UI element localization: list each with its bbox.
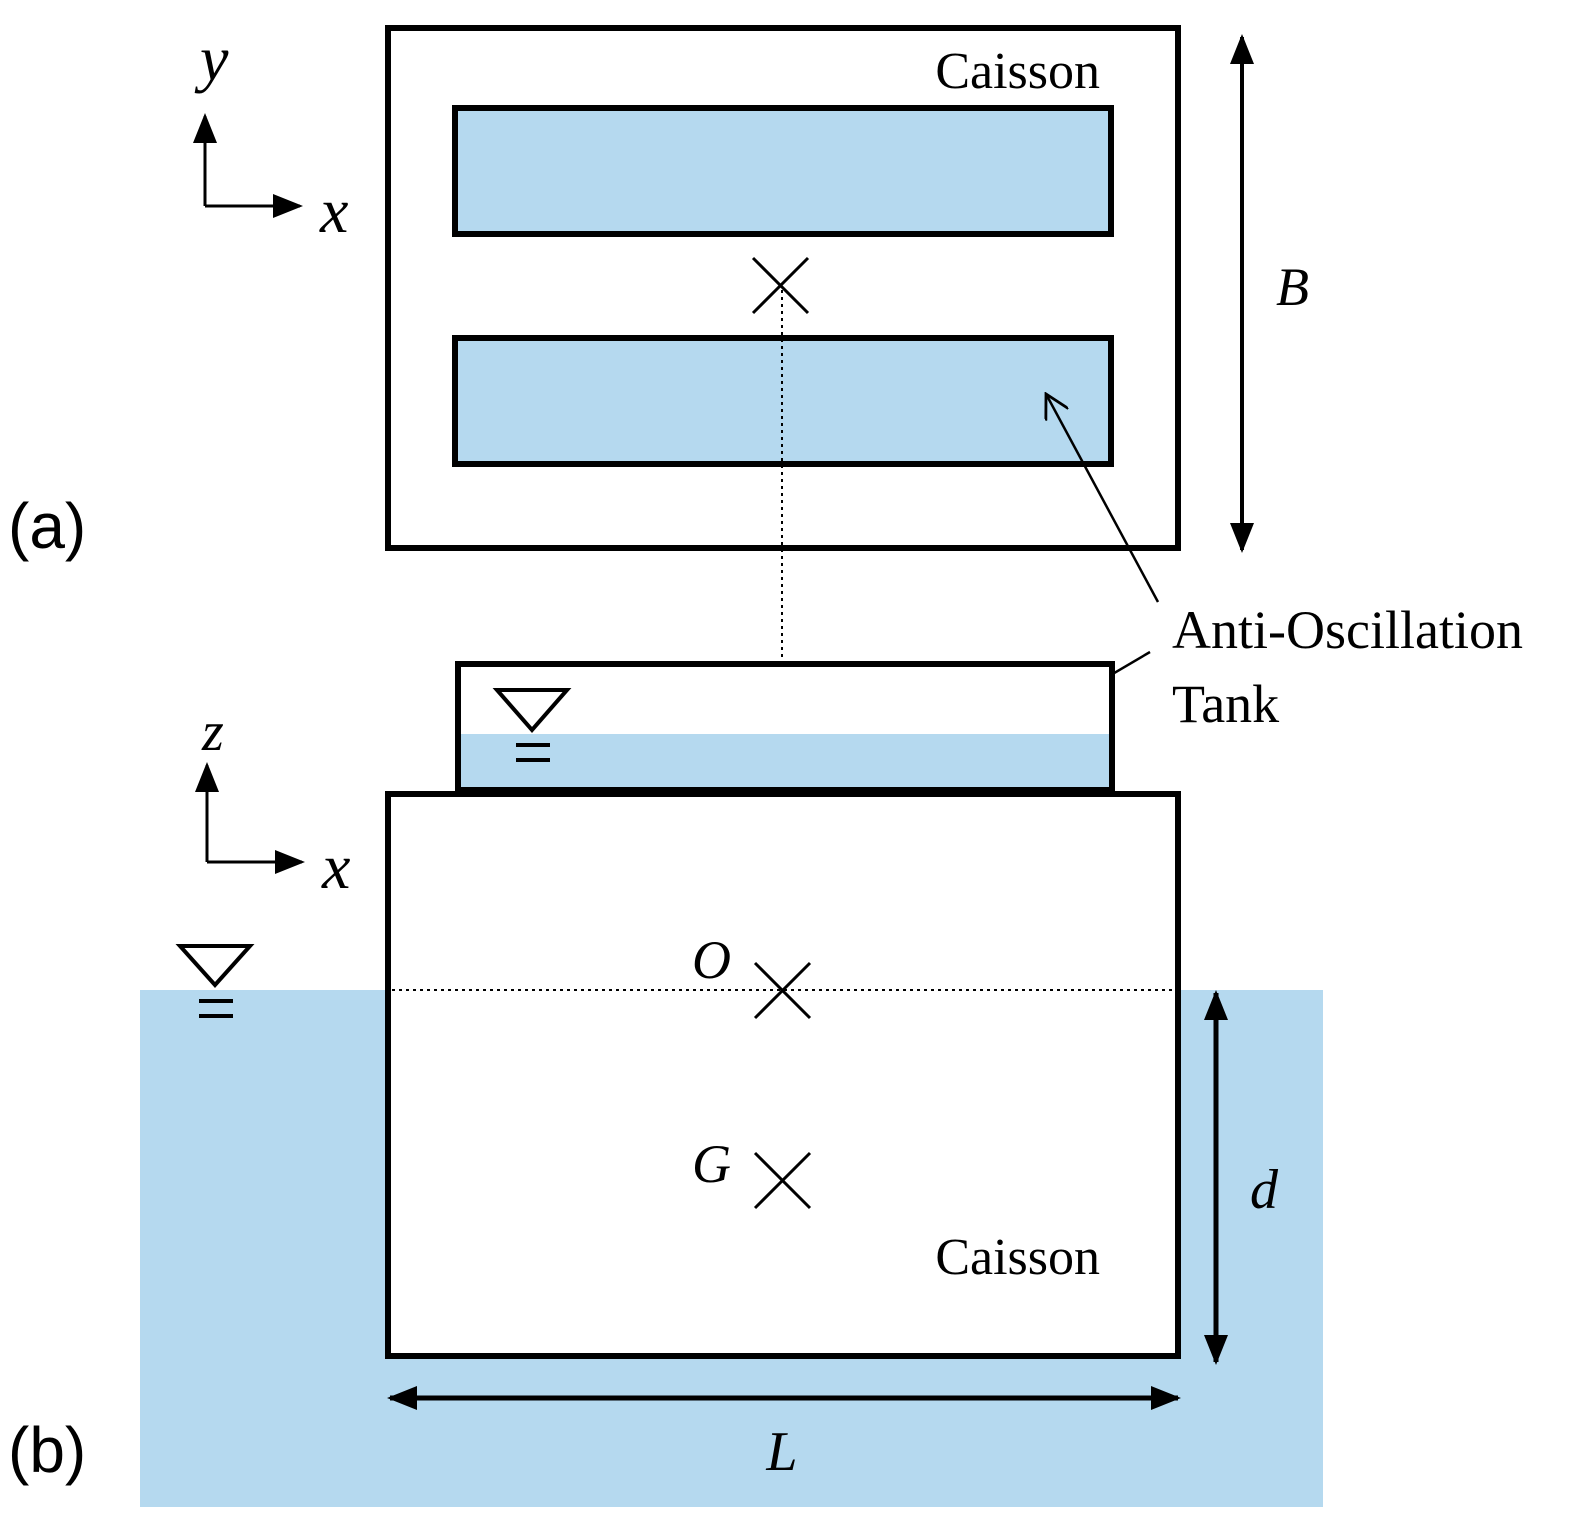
axis-arrow-icon (193, 113, 303, 218)
gravity-center-label: G (692, 1134, 731, 1194)
panel-label-a: (a) (8, 490, 86, 562)
origin-label: O (692, 930, 731, 990)
axis-label-z: z (201, 701, 224, 763)
tank-water (461, 734, 1109, 787)
panel-a: Caisson y x B (a) (8, 23, 1309, 562)
caisson-elevation-outline (385, 791, 1181, 1359)
tank-elevation-border (455, 661, 1115, 793)
water-level-triangle-icon (492, 688, 572, 762)
cross-mark-icon (753, 961, 812, 1020)
tank-callout: Anti-Oscillation Tank (1046, 394, 1523, 734)
axis-label-x-a: x (319, 175, 348, 246)
axis-label-x-b: x (321, 831, 350, 902)
cross-mark-icon (753, 1151, 812, 1210)
water-level-triangle-icon (175, 944, 255, 1018)
dimension-label-b: B (1276, 257, 1309, 317)
callout-text-line1: Anti-Oscillation (1172, 600, 1523, 660)
axis-label-y: y (194, 23, 229, 94)
panel-label-b: (b) (8, 1414, 86, 1486)
caisson-label-plan: Caisson (935, 43, 1100, 100)
panel-b: O G Caisson z x d L (b) (8, 661, 1279, 1486)
tank-plan-lower (452, 335, 1114, 467)
callout-text-line2: Tank (1172, 674, 1279, 734)
tank-plan-upper (452, 105, 1114, 237)
cross-mark-icon (751, 256, 810, 315)
caisson-label-elevation: Caisson (935, 1229, 1100, 1286)
length-label: L (765, 1421, 797, 1483)
callout-arrow-upper (1046, 394, 1160, 603)
draft-label: d (1250, 1159, 1279, 1221)
axis-arrow-icon (195, 762, 305, 874)
